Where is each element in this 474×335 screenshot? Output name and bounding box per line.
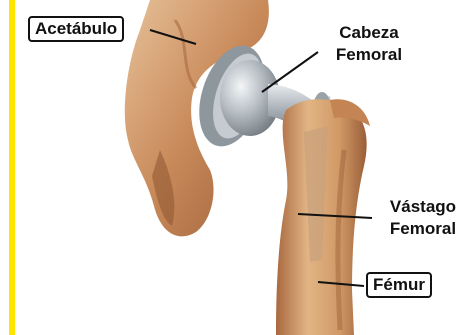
- label-femur: Fémur: [366, 272, 432, 298]
- label-vastago-line1: Vástago: [376, 196, 470, 218]
- label-vastago-line2: Femoral: [376, 218, 470, 240]
- label-vastago-femoral: Vástago Femoral: [376, 196, 470, 240]
- label-cabeza-line2: Femoral: [324, 44, 414, 66]
- label-acetabulo: Acetábulo: [28, 16, 124, 42]
- label-cabeza-line1: Cabeza: [324, 22, 414, 44]
- label-cabeza-femoral: Cabeza Femoral: [324, 22, 414, 66]
